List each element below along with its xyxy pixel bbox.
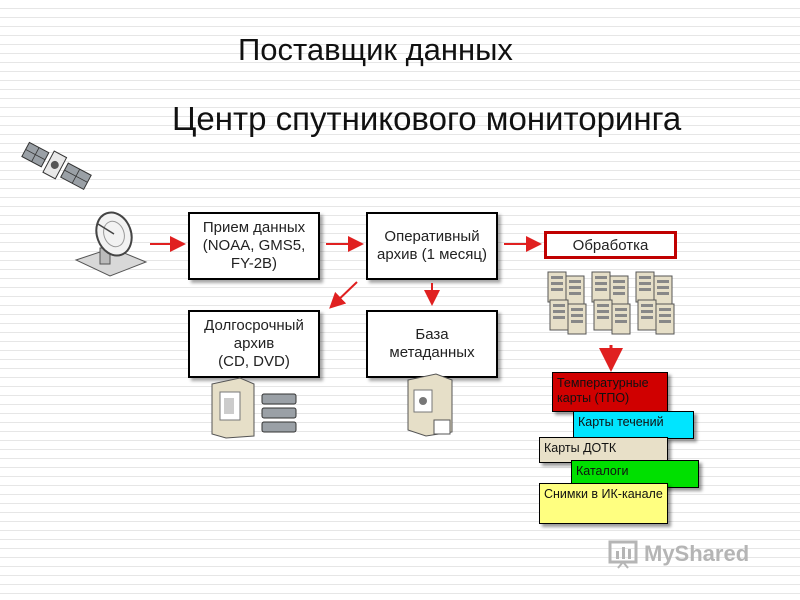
watermark: MyShared: [608, 538, 768, 570]
product-card-dotk: Карты ДОТК: [539, 437, 668, 463]
database-server-icon: [407, 373, 453, 437]
product-card-ir-images: Снимки в ИК-канале: [539, 483, 668, 524]
arrow-operational-to-longterm: [329, 281, 358, 309]
watermark-text: MyShared: [644, 541, 750, 566]
longterm-archive-box: Долгосрочный архив (CD, DVD): [188, 310, 320, 378]
server-cluster-icon: [547, 271, 675, 335]
title-data-provider: Поставщик данных: [238, 32, 513, 67]
satellite-dish-icon: [74, 211, 148, 277]
archive-server-icon: [211, 377, 297, 439]
product-card-currents: Карты течений: [573, 411, 694, 439]
operational-archive-box: Оперативный архив (1 месяц): [366, 212, 498, 280]
processing-box: Обработка: [544, 231, 677, 259]
satellite-icon: [21, 141, 92, 191]
title-monitoring-center: Центр спутникового мониторинга: [172, 100, 682, 137]
product-card-temperature: Температурные карты (ТПО): [552, 372, 668, 412]
watermark-logo-icon: [608, 540, 638, 569]
data-reception-box: Прием данных (NOAA, GMS5, FY-2B): [188, 212, 320, 280]
